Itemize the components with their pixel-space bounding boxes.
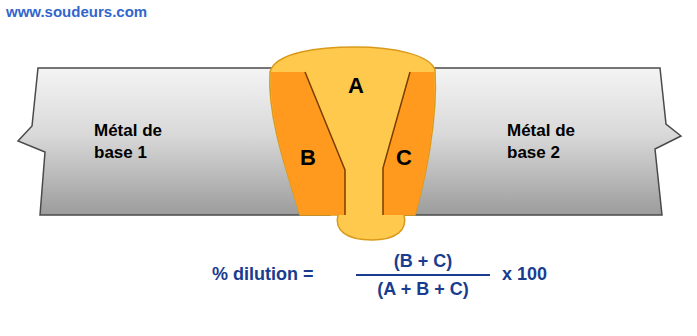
zone-letter: B bbox=[300, 144, 316, 173]
zone-border bbox=[305, 72, 345, 215]
zone-letter: B bbox=[298, 142, 318, 175]
formula-text: x 100 bbox=[502, 264, 547, 286]
zone-letter: A bbox=[346, 70, 366, 103]
zone-letter: A bbox=[348, 72, 364, 101]
formula-numerator: (B + C) bbox=[394, 251, 453, 273]
plate-label: Métal de base 1 bbox=[92, 118, 196, 166]
zone-letter: C bbox=[394, 142, 414, 175]
plate-label: Métal de base 2 bbox=[505, 118, 609, 166]
base-plate bbox=[370, 68, 681, 215]
dilution-zone bbox=[383, 72, 434, 215]
dilution-zone bbox=[271, 72, 345, 215]
formula-text: % dilution = bbox=[212, 264, 314, 286]
fraction-bar bbox=[356, 274, 490, 276]
zone-letter: C bbox=[396, 144, 412, 173]
watermark: www.soudeurs.com bbox=[6, 3, 147, 21]
plate-label: Métal de base 1 bbox=[94, 120, 194, 164]
zone-border bbox=[383, 72, 410, 215]
weld-bead bbox=[270, 47, 436, 240]
formula-denominator: (A + B + C) bbox=[377, 279, 468, 301]
plate-label: Métal de base 2 bbox=[507, 120, 607, 164]
